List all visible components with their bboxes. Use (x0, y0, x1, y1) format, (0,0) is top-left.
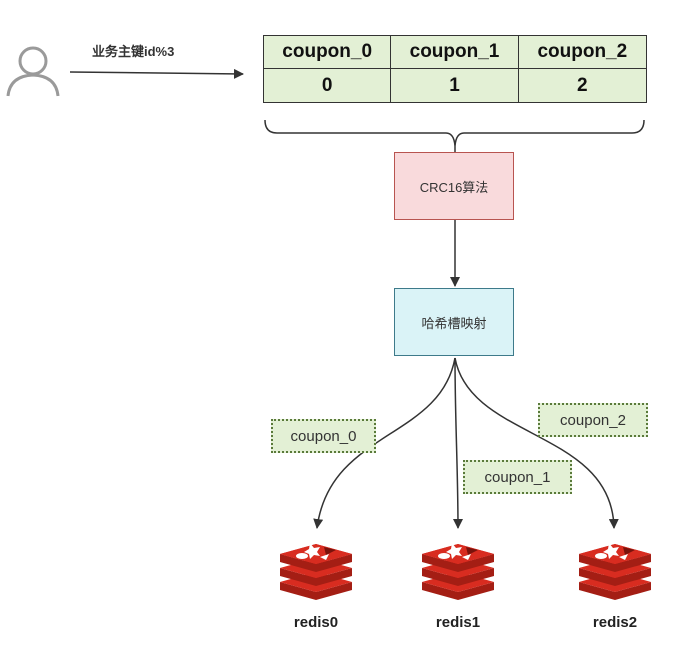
user-to-table-arrow (69, 68, 244, 79)
user-icon (2, 44, 64, 98)
redis-icon (579, 543, 651, 600)
hash-to-redis0-arrow (313, 357, 456, 529)
hash-slot-box: 哈希槽映射 (394, 288, 514, 356)
table-value-cell: 0 (264, 69, 392, 102)
redis-icon (422, 543, 494, 600)
route-label-coupon1: coupon_1 (463, 460, 572, 494)
redis-node-1: redis1 (418, 536, 498, 631)
redis-node-0: redis0 (276, 536, 356, 631)
table-value-cell: 1 (391, 69, 519, 102)
table-brace (264, 119, 645, 147)
hash-to-redis2-arrow (454, 357, 619, 529)
route-label-coupon2: coupon_2 (538, 403, 648, 437)
redis-node-label: redis0 (293, 614, 339, 631)
hash-to-redis1-arrow (452, 357, 463, 529)
table-value-cell: 2 (577, 74, 588, 96)
redis-node-label: redis2 (592, 614, 638, 631)
edge-label: 业务主键id%3 (92, 44, 175, 59)
table-header-cell: coupon_0 (264, 36, 392, 69)
table-header-cell: coupon_1 (391, 36, 519, 69)
crc16-box: CRC16算法 (394, 152, 514, 220)
redis-node-label: redis1 (435, 614, 481, 631)
redis-icon (280, 543, 352, 600)
redis-node-2: redis2 (575, 536, 655, 631)
table-header-cell: coupon_2 (518, 36, 646, 69)
route-label-coupon0: coupon_0 (271, 419, 376, 453)
shard-table: coupon_0 coupon_1 coupon_2 0 1 2 (263, 35, 647, 103)
